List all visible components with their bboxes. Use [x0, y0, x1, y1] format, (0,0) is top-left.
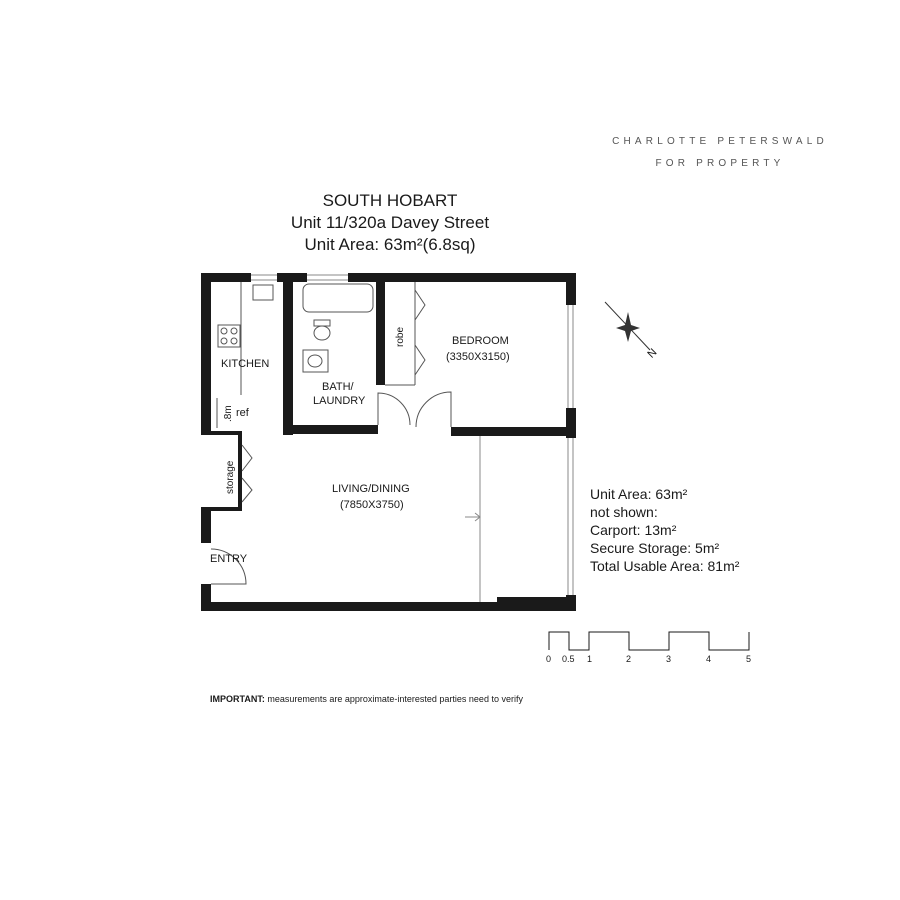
bathtub	[302, 283, 374, 313]
compass-star	[616, 312, 640, 342]
wall-bath-bed	[376, 273, 385, 385]
label-bedroom-dims: (3350X3150)	[446, 351, 510, 363]
disclaimer-note: IMPORTANT: measurements are approximate-…	[210, 694, 523, 704]
scale-label-1: 1	[587, 654, 592, 664]
wall-left-upper	[201, 273, 211, 431]
robe-door-1	[414, 289, 426, 321]
scale-bar: 0 0.5 1 2 3 4 5	[546, 631, 751, 664]
wall-bath-left	[283, 273, 293, 435]
walls	[201, 273, 576, 611]
burner-1	[220, 327, 228, 335]
wall-right-mid	[566, 408, 576, 438]
living-divider	[465, 436, 481, 602]
wall-bath-bottom	[283, 425, 378, 434]
label-bedroom: BEDROOM	[452, 335, 509, 347]
label-kitchen: KITCHEN	[221, 358, 269, 370]
toilet-cistern	[313, 319, 331, 327]
area-not-shown: not shown:	[590, 504, 658, 520]
wall-left-lower	[201, 508, 211, 543]
label-living: LIVING/DINING	[332, 483, 410, 495]
door-entry	[210, 548, 247, 585]
robe-fittings	[385, 282, 426, 386]
toilet-bowl	[313, 325, 331, 341]
scale-label-0-5: 0.5	[562, 654, 575, 664]
wall-top-kitchen	[201, 273, 251, 282]
label-living-dims: (7850X3750)	[340, 499, 404, 511]
door-bath	[377, 392, 411, 426]
kitchen-fittings	[216, 282, 274, 428]
scale-label-3: 3	[666, 654, 671, 664]
burner-2	[230, 327, 238, 335]
basin	[307, 354, 323, 368]
wall-bottom-right	[497, 597, 576, 611]
vanity	[302, 349, 329, 373]
kitchen-sink	[252, 284, 274, 301]
compass: N	[604, 301, 659, 361]
doors	[210, 391, 452, 585]
scale-label-4: 4	[706, 654, 711, 664]
address-title: Unit 11/320a Davey Street	[290, 213, 490, 232]
compass-label: N	[645, 347, 659, 361]
wall-bed-bottom	[451, 427, 576, 436]
area-summary: Unit Area: 63m² not shown: Carport: 13m²…	[590, 485, 739, 575]
brand-tagline: FOR PROPERTY	[655, 158, 785, 169]
divider-arrow	[465, 512, 481, 522]
wall-storage-bottom	[201, 507, 242, 511]
scale-label-2: 2	[626, 654, 631, 664]
area-total: Total Usable Area: 81m²	[590, 558, 740, 574]
label-fridge-width: .8m	[223, 405, 234, 422]
burner-3	[220, 337, 228, 345]
cooktop	[217, 324, 241, 348]
wall-right-top	[566, 273, 576, 305]
label-robe: robe	[395, 327, 406, 347]
windows	[251, 274, 574, 595]
area-secure-storage: Secure Storage: 5m²	[590, 540, 720, 556]
robe-door-2	[414, 344, 426, 376]
disclaimer-prefix: IMPORTANT:	[210, 694, 265, 704]
suburb-title: SOUTH HOBART	[322, 191, 458, 210]
unit-area-title: Unit Area: 63m²(6.8sq)	[304, 235, 476, 254]
bath-fittings	[302, 283, 374, 373]
wall-bottom	[201, 602, 576, 611]
wall-top-main	[348, 273, 576, 282]
label-entry: ENTRY	[210, 553, 248, 565]
disclaimer-text: measurements are approximate-interested …	[264, 694, 523, 704]
brand-name: CHARLOTTE PETERSWALD	[612, 136, 828, 147]
area-unit: Unit Area: 63m²	[590, 486, 688, 502]
wall-storage-top	[201, 431, 242, 435]
label-storage: storage	[225, 460, 236, 494]
area-carport: Carport: 13m²	[590, 522, 677, 538]
scale-line	[548, 631, 750, 651]
scale-label-0: 0	[546, 654, 551, 664]
label-bath-1: BATH/	[322, 381, 355, 393]
scale-label-5: 5	[746, 654, 751, 664]
storage-doors	[241, 444, 253, 503]
label-ref: ref	[236, 407, 250, 419]
burner-4	[230, 337, 238, 345]
door-bedroom	[415, 391, 452, 428]
wall-storage-side	[238, 431, 242, 511]
wall-left-bottom	[201, 584, 211, 611]
label-bath-2: LAUNDRY	[313, 395, 366, 407]
